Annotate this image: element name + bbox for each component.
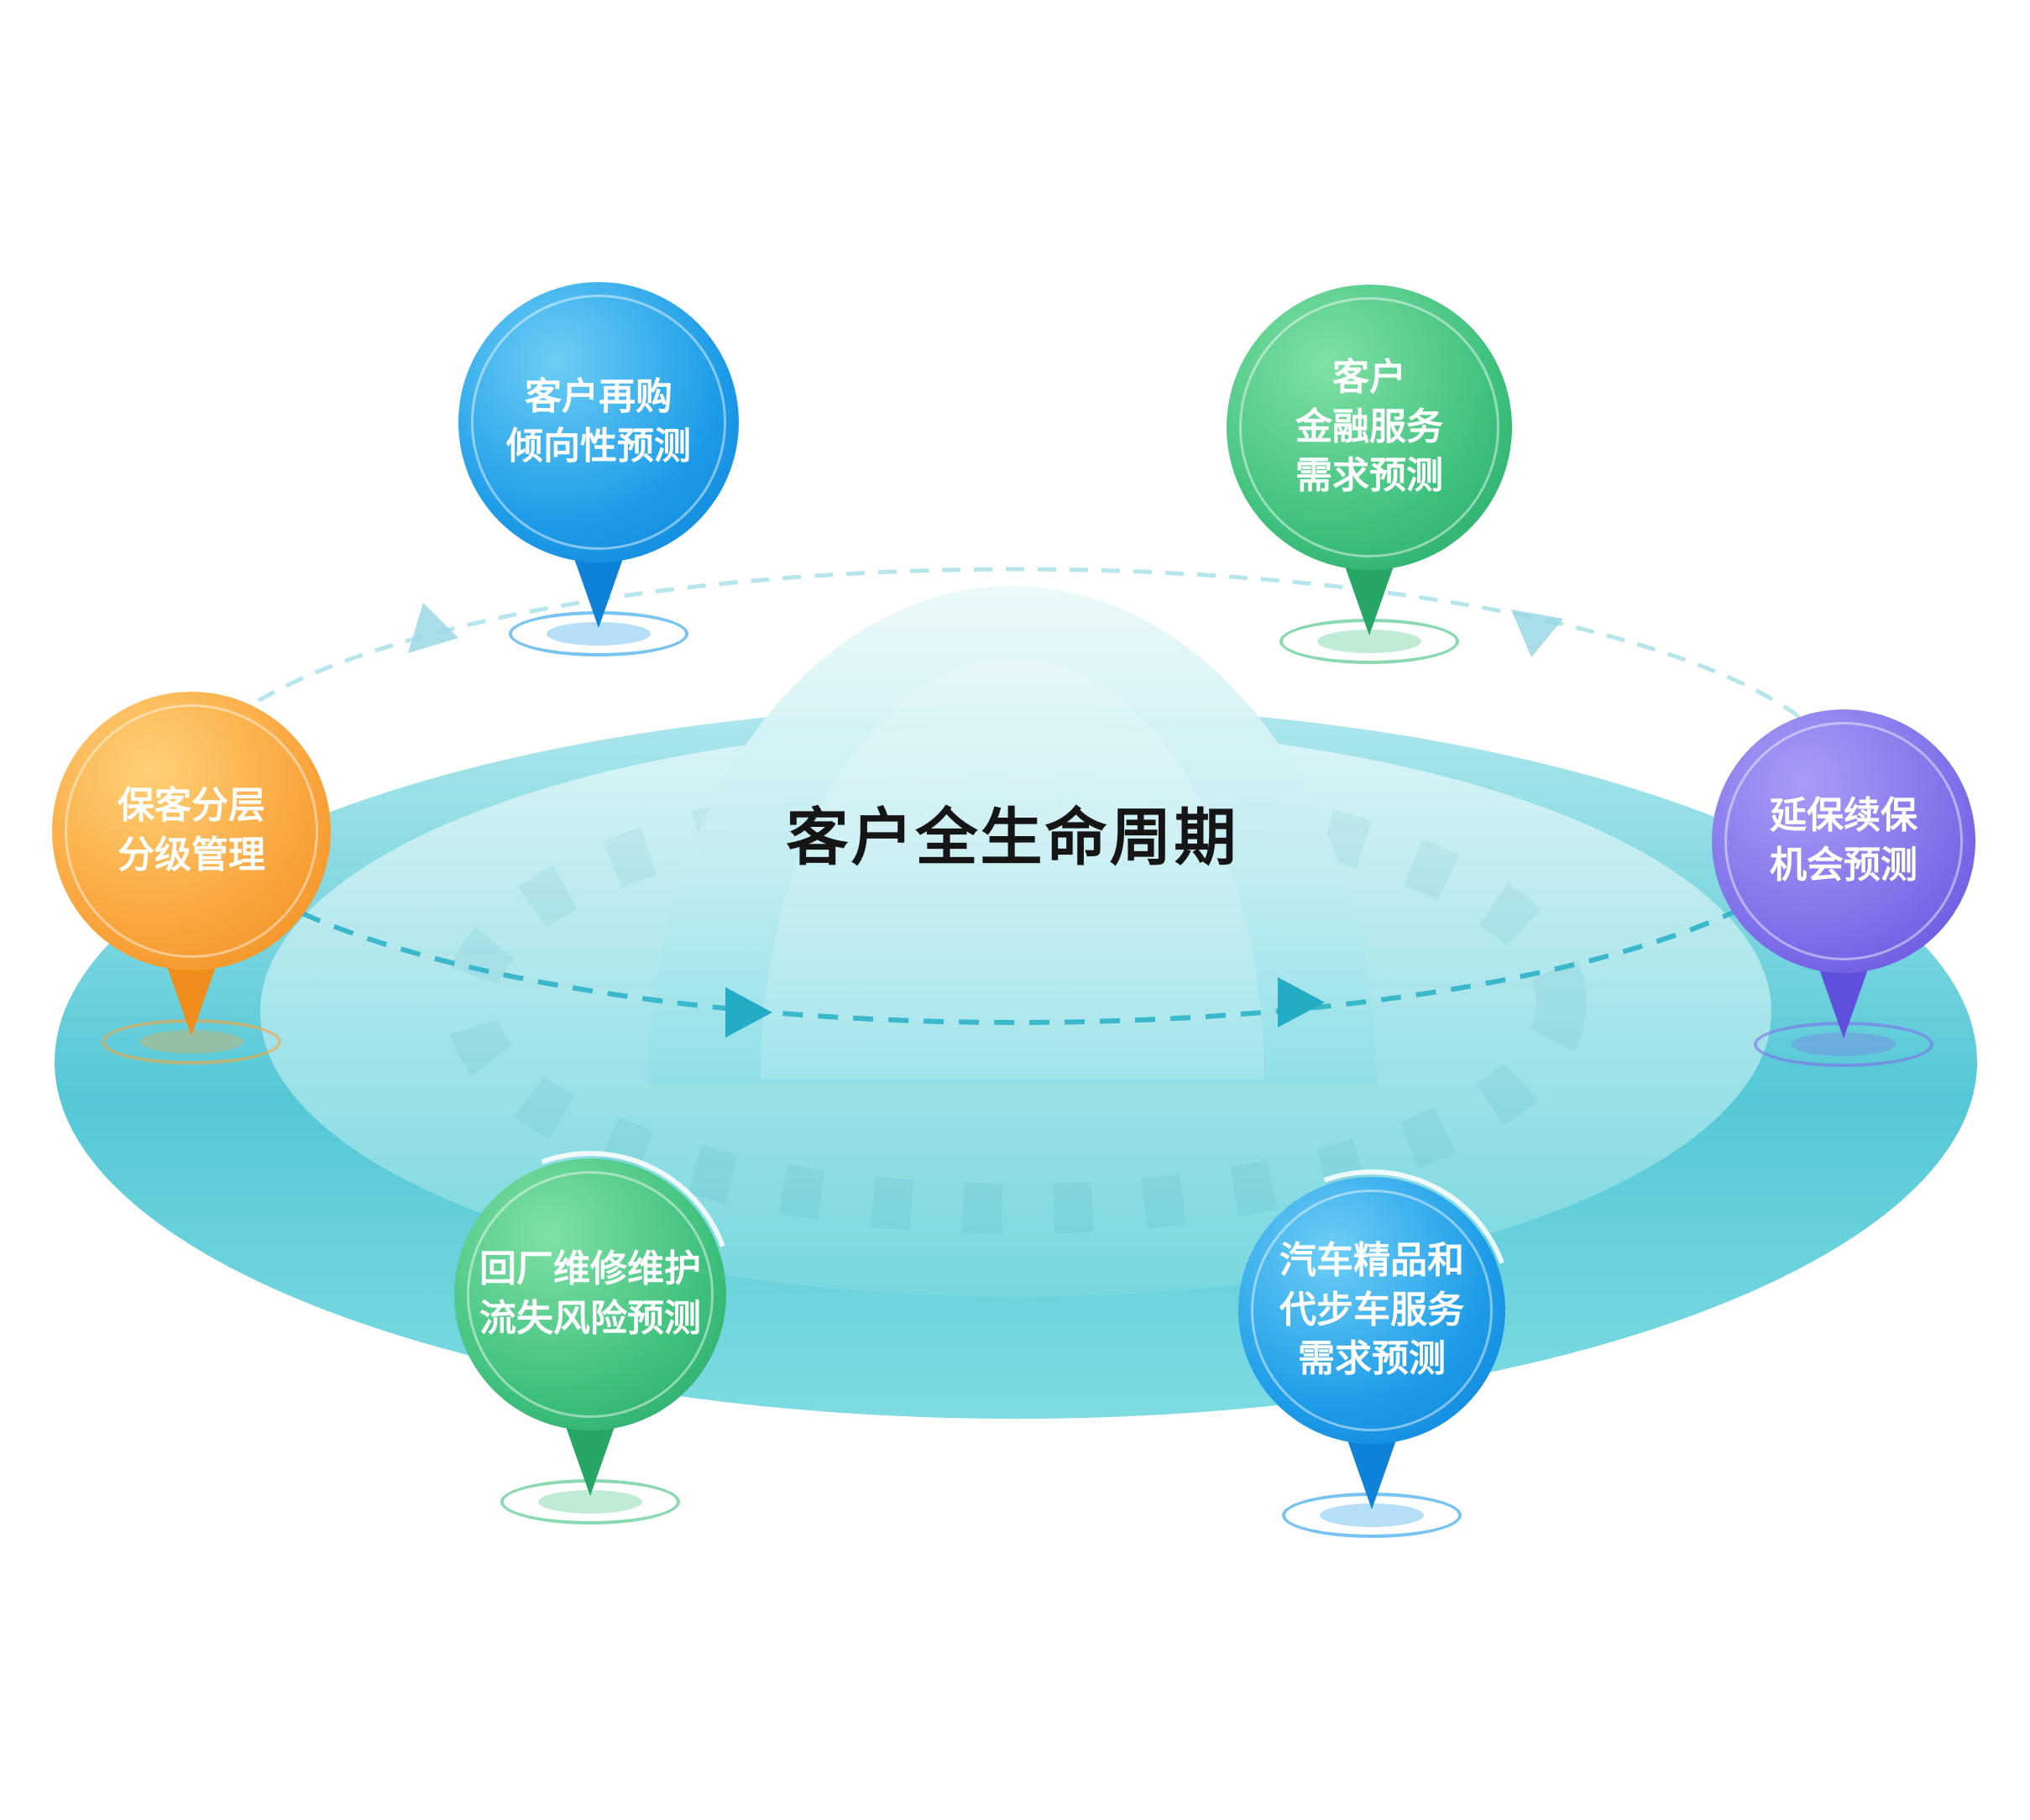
- balloon-label-line: 汽车精品和: [1279, 1239, 1464, 1281]
- balloon-label-line: 倾向性预测: [506, 426, 691, 467]
- balloon-label-line: 客户: [1332, 356, 1406, 398]
- balloon-customer-repurchase: 客户再购 倾向性预测: [458, 282, 739, 656]
- balloon-finance-service: 客户 金融服务 需求预测: [1227, 285, 1512, 664]
- orbit-arrow-top-right-icon: [1511, 609, 1563, 657]
- balloon-accessories-courtesy: 汽车精品和 代步车服务 需求预测: [1238, 1177, 1505, 1538]
- balloon-label-line: 需求预测: [1295, 455, 1443, 497]
- orbit-top-arc: [179, 567, 1855, 797]
- balloon-bubble: 保客分层 分级管理: [52, 692, 331, 970]
- orbit-arrow-bottom-left-icon: [725, 987, 772, 1038]
- balloon-label-line: 代步车服务: [1279, 1289, 1464, 1331]
- balloon-bubble: 客户再购 倾向性预测: [458, 282, 739, 562]
- balloon-label-line: 机会预测: [1770, 845, 1918, 886]
- balloon-label-line: 回厂维修维护: [479, 1248, 701, 1290]
- balloon-maintenance-churn: 回厂维修维护 流失风险预测: [454, 1158, 726, 1525]
- balloon-label: 延保续保 机会预测: [1770, 792, 1918, 891]
- balloon-label: 客户再购 倾向性预测: [506, 373, 691, 472]
- orbit-arrow-top-left-icon: [408, 603, 458, 653]
- balloon-bubble: 回厂维修维护 流失风险预测: [454, 1158, 726, 1430]
- balloon-label-line: 分级管理: [118, 834, 265, 876]
- balloon-label-line: 客户再购: [525, 376, 672, 418]
- balloon-label: 回厂维修维护 流失风险预测: [479, 1245, 701, 1344]
- balloon-label: 客户 金融服务 需求预测: [1295, 353, 1443, 502]
- balloon-label: 汽车精品和 代步车服务 需求预测: [1279, 1237, 1464, 1385]
- balloon-extended-warranty: 延保续保 机会预测: [1712, 709, 1975, 1067]
- disc-tick-ring: [445, 772, 1587, 1234]
- balloon-label-line: 保客分层: [118, 785, 265, 827]
- balloon-bubble: 客户 金融服务 需求预测: [1227, 285, 1512, 570]
- balloon-bubble: 延保续保 机会预测: [1712, 709, 1975, 973]
- balloon-label-line: 延保续保: [1770, 795, 1918, 837]
- balloon-bubble: 汽车精品和 代步车服务 需求预测: [1238, 1177, 1505, 1444]
- dome: [648, 586, 1377, 1085]
- dome-highlight: [761, 659, 1264, 1079]
- balloon-label-line: 流失风险预测: [479, 1298, 701, 1339]
- balloon-label-line: 金融服务: [1295, 405, 1443, 447]
- orbit-arrow-bottom-right-icon: [1278, 977, 1325, 1028]
- balloon-label-line: 需求预测: [1298, 1338, 1446, 1380]
- balloon-retained-customers: 保客分层 分级管理: [52, 692, 331, 1064]
- balloon-label: 保客分层 分级管理: [118, 782, 265, 881]
- center-title: 客户全生命周期: [786, 803, 1239, 872]
